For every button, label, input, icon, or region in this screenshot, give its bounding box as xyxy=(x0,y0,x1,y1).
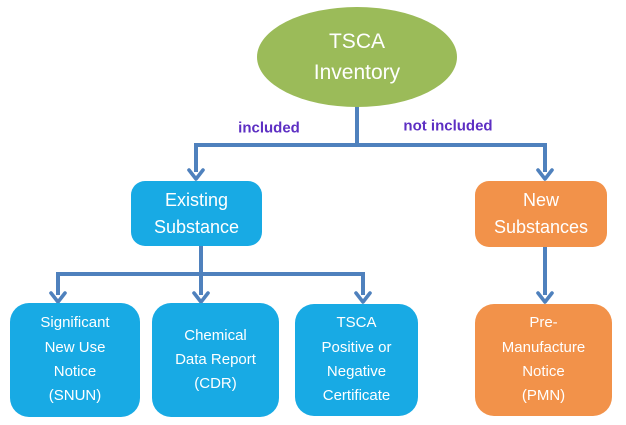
edge-label-included: included xyxy=(238,119,300,137)
arrowhead-to-existing xyxy=(187,168,205,181)
node-tsca-certificate: TSCA Positive or Negative Certificate xyxy=(295,304,418,416)
node-snun: Significant New Use Notice (SNUN) xyxy=(10,303,140,417)
arrowhead-to-pmn xyxy=(536,291,554,304)
arrowhead-to-cdr xyxy=(192,291,210,304)
node-new-substances: New Substances xyxy=(475,181,607,247)
node-existing-substance: Existing Substance xyxy=(131,181,262,246)
node-cdr: Chemical Data Report (CDR) xyxy=(152,303,279,417)
arrowhead-to-new xyxy=(536,168,554,181)
arrowhead-to-cert xyxy=(354,291,372,304)
connector-root-split xyxy=(194,104,547,172)
edge-label-not-included: not included xyxy=(403,117,493,135)
node-tsca-inventory: TSCA Inventory xyxy=(257,7,457,107)
connector-existing-split xyxy=(56,246,365,295)
arrowhead-to-snun xyxy=(49,291,67,304)
node-pmn: Pre- Manufacture Notice (PMN) xyxy=(475,304,612,416)
